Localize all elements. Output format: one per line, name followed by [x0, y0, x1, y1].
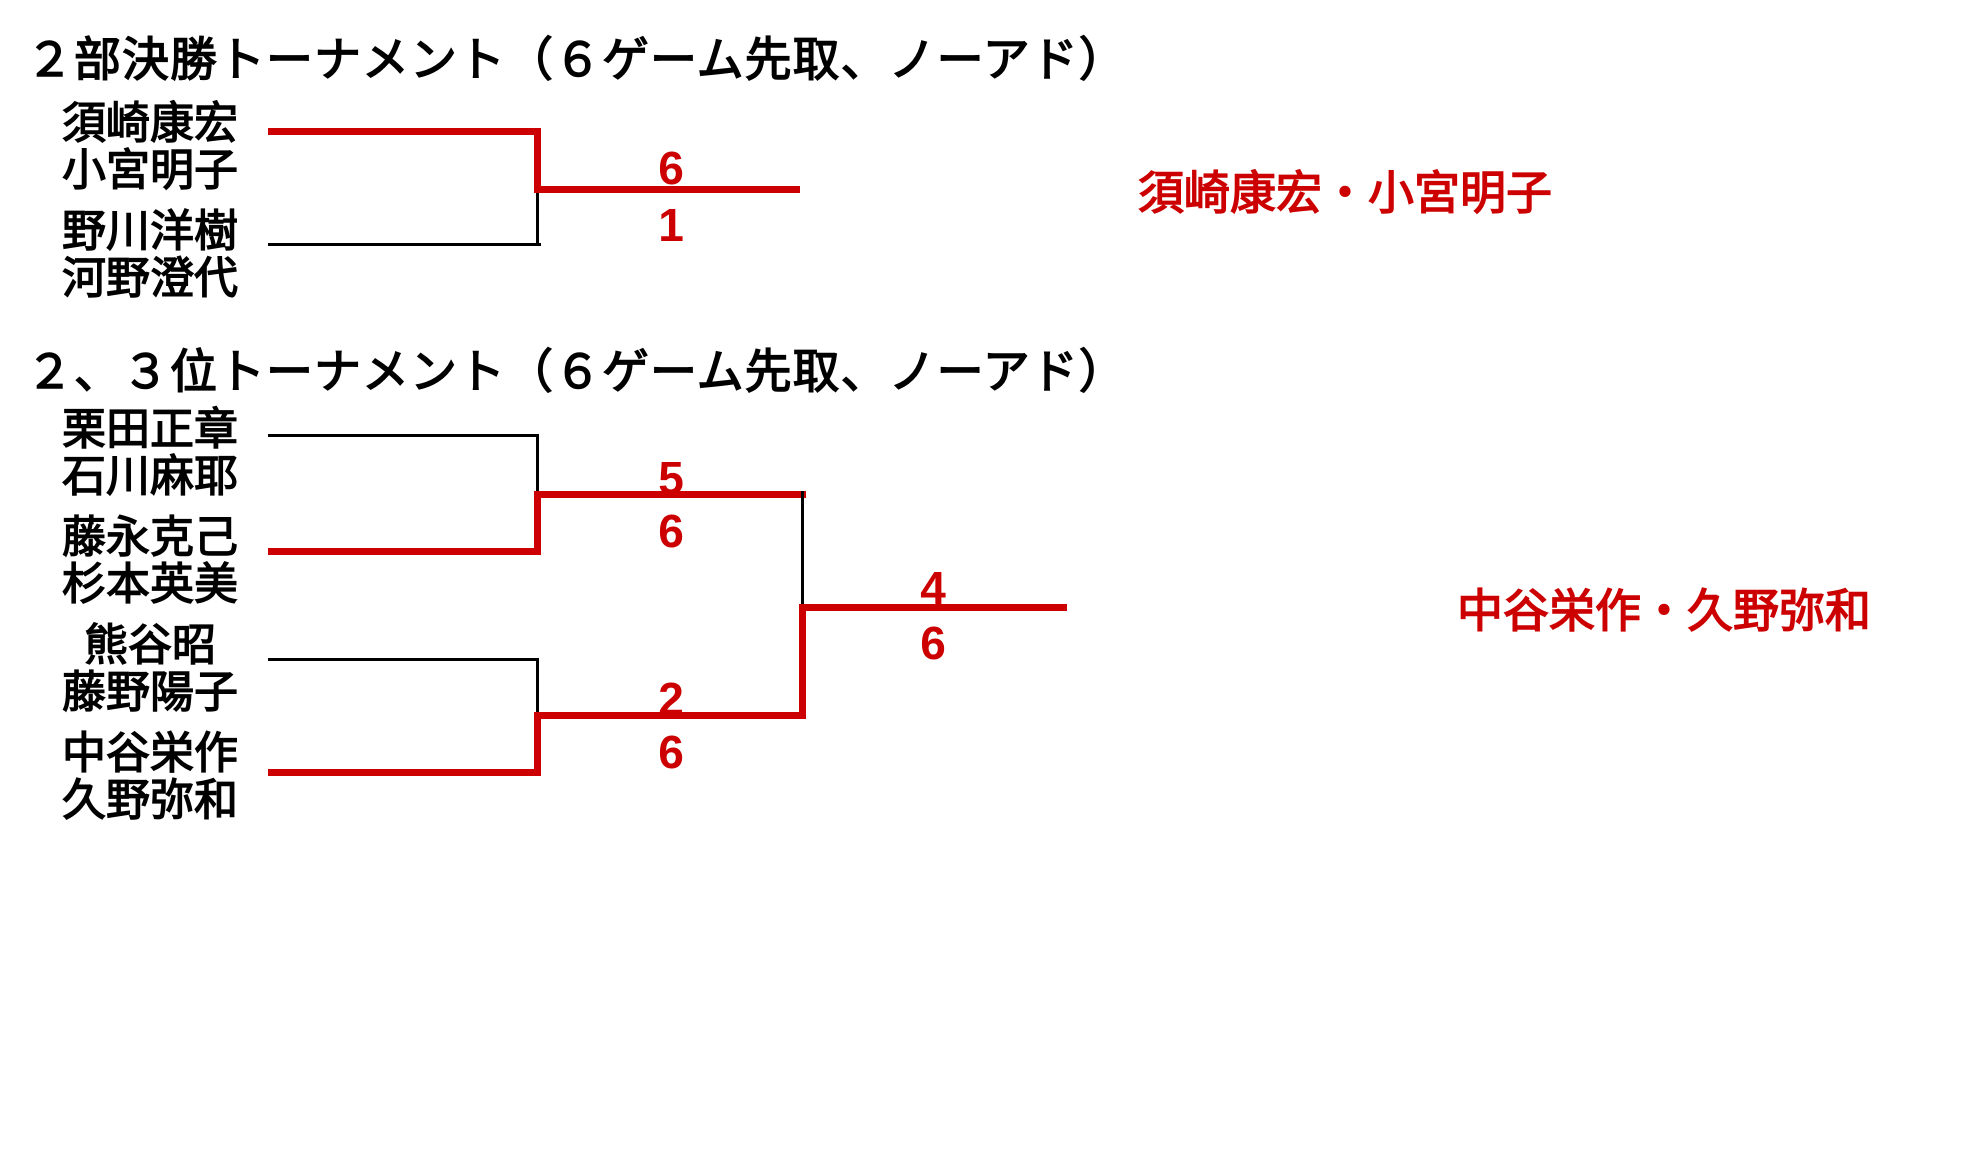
team-entry-line2: 杉本英美	[62, 560, 238, 610]
bracket-connector-sf1-red	[534, 491, 541, 552]
bracket-line-sf2-winner-red	[534, 712, 806, 719]
team-entry-line1: 藤永克己	[62, 513, 238, 562]
bracket-line-team1-red	[268, 128, 541, 135]
bracket-connector-final1-red	[534, 128, 541, 193]
bracket-connector-sf1-black	[536, 434, 539, 492]
team-entry-line2: 久野弥和	[62, 776, 238, 826]
team-entry-nogawa: 野川洋樹 河野澄代	[20, 208, 280, 302]
score-sf2-top: 2	[658, 673, 684, 725]
bracket-line-winner1-red	[534, 186, 800, 193]
team-entry-fujinaga: 藤永克己 杉本英美	[20, 514, 280, 608]
bracket-connector-sf2-black	[536, 658, 539, 716]
score-final2-bottom: 6	[920, 617, 946, 669]
team-entry-line2: 藤野陽子	[62, 668, 238, 718]
bracket-connector-final2-red	[799, 604, 806, 716]
bracket-connector-sf2-red	[534, 712, 541, 773]
bracket-line-team3-black	[268, 434, 539, 437]
score-sf1-top: 5	[658, 452, 684, 504]
winner-label-section-2: 中谷栄作・久野弥和	[1457, 585, 1871, 637]
bracket-line-team2-black	[268, 243, 541, 246]
team-entry-line1: 須崎康宏	[62, 99, 238, 148]
winner-label-section-1: 須崎康宏・小宮明子	[1138, 167, 1552, 219]
score-sf2-bottom: 6	[658, 726, 684, 778]
bracket-line-sf1-winner-red	[534, 491, 806, 498]
bracket-line-team5-black	[268, 658, 539, 661]
bracket-line-team6-red	[268, 769, 541, 776]
team-entry-nakatani: 中谷栄作 久野弥和	[20, 730, 280, 824]
team-entry-line1: 栗田正章	[62, 405, 238, 454]
bracket-connector-final2-black	[801, 491, 804, 606]
bracket-line-winner2-red	[799, 604, 1067, 611]
section-1-heading: ２部決勝トーナメント（６ゲーム先取、ノーアド）	[26, 33, 1127, 86]
team-entry-kurita: 栗田正章 石川麻耶	[20, 406, 280, 500]
team-entry-kumagai: 熊谷昭 藤野陽子	[20, 622, 280, 716]
score-final1-bottom: 1	[658, 199, 684, 251]
team-entry-line2: 石川麻耶	[62, 452, 238, 502]
team-entry-line2: 河野澄代	[62, 254, 238, 304]
score-final1-top: 6	[658, 142, 684, 194]
score-final2-top: 4	[920, 562, 946, 614]
team-entry-line1: 野川洋樹	[62, 207, 238, 256]
team-entry-line2: 小宮明子	[62, 146, 238, 196]
team-entry-line1: 中谷栄作	[62, 729, 238, 778]
team-entry-line1: 熊谷昭	[84, 621, 216, 670]
bracket-connector-final1-black	[536, 188, 539, 246]
section-2-heading: ２、３位トーナメント（６ゲーム先取、ノーアド）	[26, 345, 1127, 398]
bracket-line-team4-red	[268, 548, 541, 555]
score-sf1-bottom: 6	[658, 505, 684, 557]
team-entry-suzaki: 須崎康宏 小宮明子	[20, 100, 280, 194]
